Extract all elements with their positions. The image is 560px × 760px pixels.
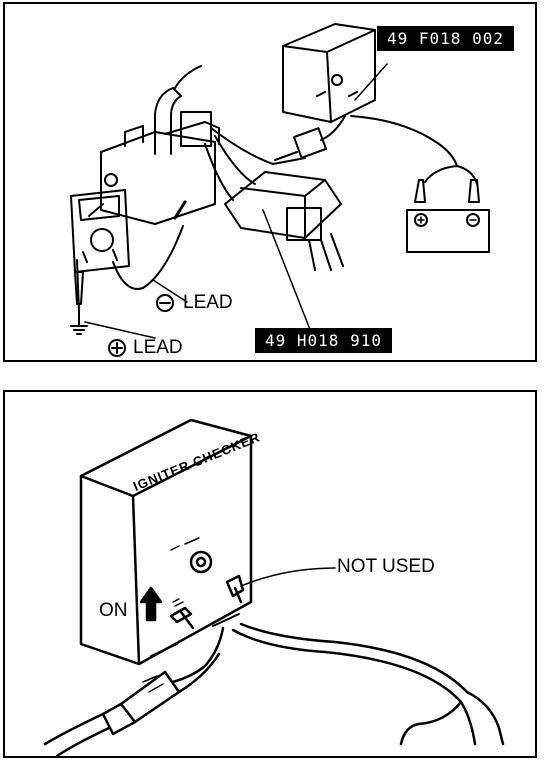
minus-lead-wire [112,225,184,290]
igniter-checker-box [282,23,376,123]
adjust-knob [189,550,213,574]
checker-box-large [79,418,253,666]
plus-symbol [108,339,126,357]
multimeter [70,189,130,273]
top-diagram-drawing [70,23,490,357]
minus-symbol [156,294,174,312]
battery [406,209,490,253]
unused-toggle-switch [225,574,245,598]
on-toggle-switch [169,606,193,624]
checker-cable-connector [171,626,225,684]
igniter-connector [286,207,322,241]
plus-lead-label: LEAD [133,337,183,358]
bottom-diagram-panel: IGNITER CHECKER NOT USED ON [3,390,537,758]
checker-connector [293,127,327,159]
bottom-diagram-drawing [43,418,505,756]
not-used-label: NOT USED [337,556,435,577]
coil-hightension-lead [154,87,182,155]
top-diagram-panel: 49 F018 002 49 H018 910 LEAD LEAD [3,2,537,362]
battery-clip-negative [468,179,480,203]
checker-cable-battery [231,628,477,746]
minus-lead-label: LEAD [183,292,233,313]
battery-clip-positive [414,179,426,203]
tool-number-tag-adapter: 49 H018 910 [255,328,392,353]
on-label: ON [99,600,128,621]
igniter-unit [224,171,342,239]
on-arrow-icon [139,586,163,622]
tool-number-tag-checker: 49 F018 002 [377,26,514,51]
